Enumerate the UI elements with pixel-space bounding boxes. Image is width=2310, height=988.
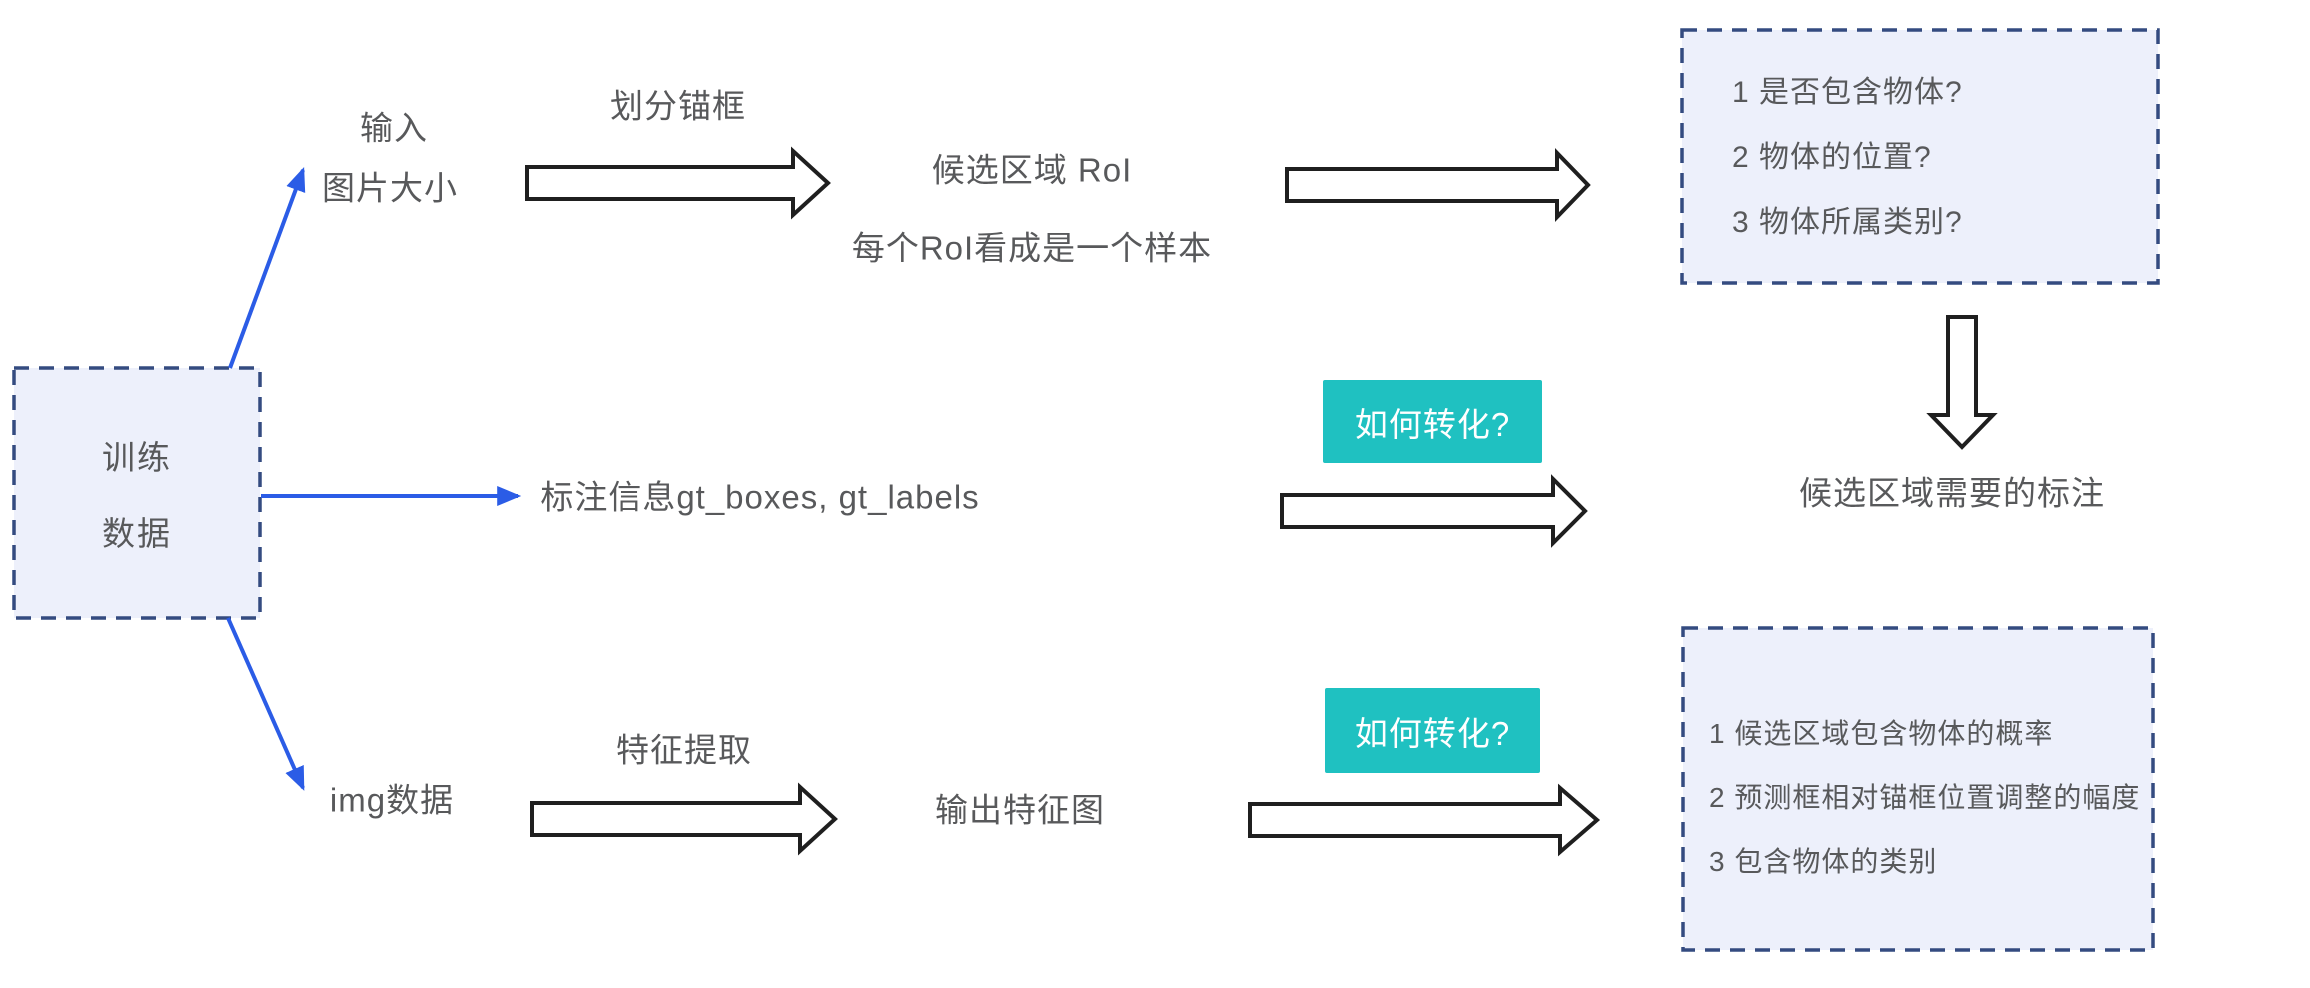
input-size-line2: 图片大小 [322,169,458,207]
network-outputs-box [1681,626,2155,952]
training-data-label: 训练 数据 [14,368,260,618]
question-item-1: 1 是否包含物体? [1732,76,1963,109]
blue-arrow-to-img-data [226,617,305,791]
how-convert-badge-bottom: 如何转化? [1325,688,1540,773]
how-convert-badge-middle: 如何转化? [1323,380,1542,463]
anchor-questions-list: 1 是否包含物体? 2 物体的位置? 3 物体所属类别? [1682,30,2158,283]
block-arrow-featuremap-convert [1248,783,1601,857]
output-item-1: 1 候选区域包含物体的概率 [1709,718,2054,749]
input-size-line1: 输入 [360,109,428,147]
question-item-2: 2 物体的位置? [1732,141,1932,174]
annotation-info-label: 标注信息gt_boxes, gt_labels [540,478,980,516]
output-item-2: 2 预测框相对锚框位置调整的幅度 [1709,782,2141,813]
output-item-3: 3 包含物体的类别 [1709,846,1938,877]
how-convert-text-middle: 如何转化? [1354,405,1511,443]
network-outputs-list: 1 候选区域包含物体的概率 2 预测框相对锚框位置调整的幅度 3 包含物体的类别 [1683,628,2153,950]
img-data-label: img数据 [329,781,455,819]
feature-map-label: 输出特征图 [935,791,1105,829]
training-data-line2: 数据 [102,515,172,552]
block-arrow-down-to-result [1926,315,1998,450]
question-item-3: 3 物体所属类别? [1732,206,1963,239]
blue-arrow-to-input-size [228,166,306,369]
block-arrow-annotation-convert [1280,474,1588,548]
roi-label-line1: 候选区域 RoI [931,151,1133,189]
roi-label-line2: 每个RoI看成是一个样本 [851,229,1213,267]
block-arrow-roi-to-questions [1285,148,1591,222]
divide-anchors-label: 划分锚框 [610,87,746,125]
block-arrow-feature-extract [530,782,838,856]
feature-extract-label: 特征提取 [616,731,752,769]
roi-required-annotation-label: 候选区域需要的标注 [1799,474,2105,512]
training-data-line1: 训练 [102,439,172,476]
anchor-questions-box [1680,28,2160,285]
training-data-box [12,366,262,620]
block-arrow-divide-anchors [525,146,831,220]
how-convert-text-bottom: 如何转化? [1354,714,1511,752]
